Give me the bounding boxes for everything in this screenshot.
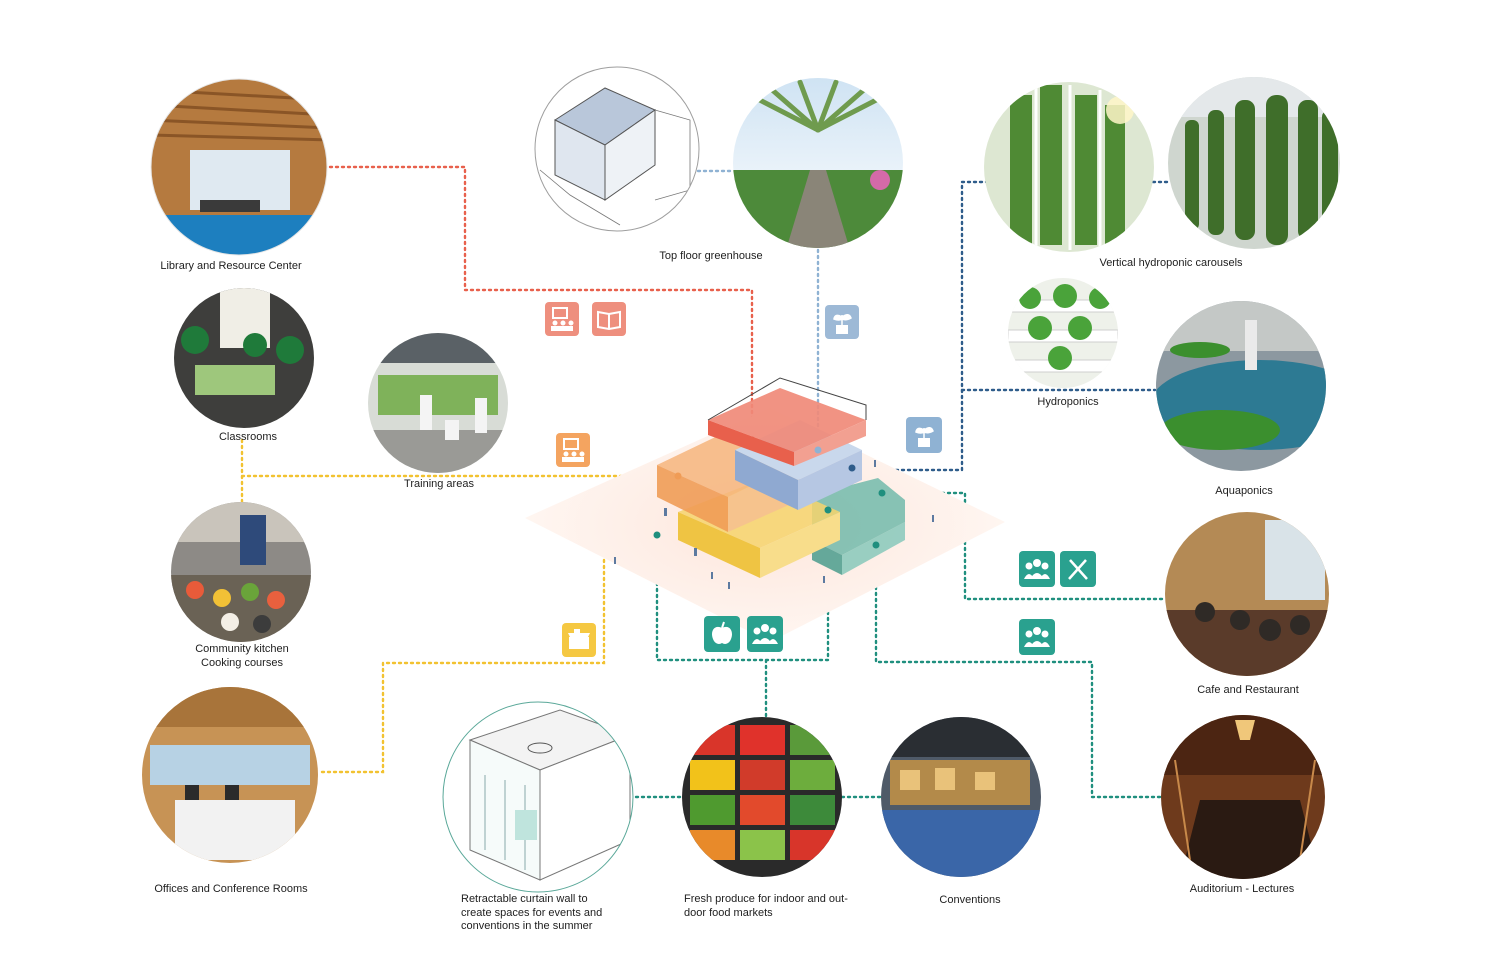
plant-icon [906,417,942,453]
caption-offices: Offices and Conference Rooms [154,883,308,895]
photo-conventions [881,717,1041,877]
caption-aquaponics: Aquaponics [1215,485,1273,497]
connector-classrooms [240,438,680,504]
caption-kitchen: Community kitchen Cooking courses [195,643,289,670]
connector-greenhouse [696,169,820,452]
caption-cafe: Cafe and Restaurant [1197,684,1299,696]
photo-hydroponic-towers [1168,77,1340,249]
photo-auditorium [1161,715,1325,879]
photo-top-floor-greenhouse [733,78,903,248]
caption-kitchen-line1: Community kitchen [195,643,289,655]
caption-curtain-line1: Retractable curtain wall to [461,893,588,905]
book-icon [592,302,626,336]
caption-vertical-hydroponics: Vertical hydroponic carousels [1099,257,1243,269]
connector-library [328,165,754,442]
restaurant-icon [1060,551,1096,587]
classroom-icon [545,302,579,336]
classroom-icon [556,433,590,467]
photo-aquaponics [1156,301,1326,471]
apple-icon [704,616,740,652]
photo-greenhouse-axonometric [535,67,699,231]
caption-greenhouse: Top floor greenhouse [659,250,763,262]
caption-curtain-line3: conventions in the summer [461,920,593,932]
caption-auditorium: Auditorium - Lectures [1189,883,1295,895]
photo-retractable-curtain-wall [443,702,633,892]
building-axonometric [525,377,1005,642]
community-icon [1019,619,1055,655]
photo-vertical-hydroponic-carousels [984,82,1154,252]
photo-fresh-produce [682,717,842,877]
photo-training-areas [368,333,508,473]
connector-vertical-hydroponics [850,180,1169,472]
photo-classrooms [174,288,314,428]
caption-hydroponics: Hydroponics [1037,396,1099,408]
photo-library [151,79,327,255]
caption-produce-line2: door food markets [684,906,773,919]
photo-offices [142,687,318,863]
caption-training: Training areas [404,478,474,490]
community-icon [747,616,783,652]
photo-community-kitchen [171,502,311,642]
community-icon [1019,551,1055,587]
photo-hydroponics [1008,278,1118,388]
caption-produce-line1: Fresh produce for indoor and out- [684,893,848,905]
caption-conventions: Conventions [939,894,1001,906]
caption-kitchen-line2: Cooking courses [201,656,283,669]
caption-curtain-line2: create spaces for events and [461,906,603,919]
caption-library: Library and Resource Center [160,260,302,272]
caption-classrooms: Classrooms [218,431,278,443]
caption-produce: Fresh produce for indoor and out- door f… [684,893,848,920]
market-stall-icon [562,623,596,657]
caption-curtain-wall: Retractable curtain wall to create space… [461,893,602,934]
plant-icon [825,305,859,339]
photo-cafe-restaurant [1165,512,1329,676]
connector-auditorium [874,543,1162,799]
